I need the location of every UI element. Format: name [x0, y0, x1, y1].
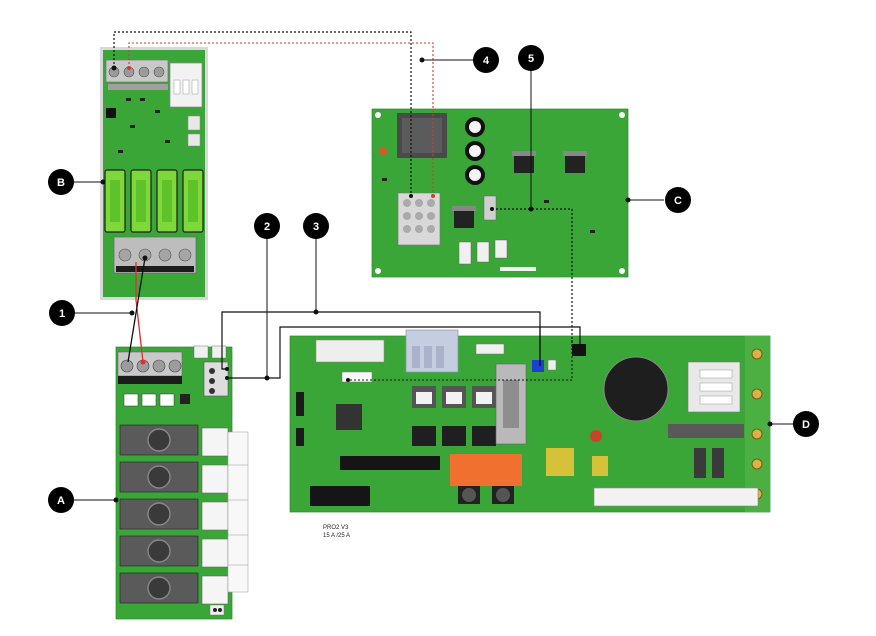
board-d-caption: PRO2 V3 15 A /25 A — [323, 524, 350, 540]
board-d-model: PRO2 V3 — [323, 525, 349, 531]
wire-4-black — [113, 31, 412, 196]
callout-a-label: A — [57, 495, 65, 507]
callout-3: 3 — [303, 213, 329, 239]
callout-3-label: 3 — [313, 221, 319, 233]
board-d — [289, 329, 771, 513]
board-c — [371, 108, 629, 278]
board-b — [100, 47, 208, 300]
callout-2: 2 — [254, 213, 280, 239]
callout-4-label: 4 — [483, 55, 490, 67]
connection-dots — [100, 57, 773, 503]
callout-d: D — [793, 411, 819, 437]
callout-1: 1 — [49, 300, 75, 326]
wire-4-red — [128, 42, 434, 196]
wire-red-a-b — [135, 262, 144, 363]
wires — [74, 31, 793, 501]
callout-2-label: 2 — [264, 221, 270, 233]
callout-1-label: 1 — [59, 308, 65, 320]
callout-5: 5 — [518, 45, 544, 71]
wire-5 — [492, 208, 573, 350]
callout-a: A — [48, 487, 74, 513]
callout-b-label: B — [57, 177, 65, 189]
callout-c-label: C — [674, 195, 682, 207]
callout-4: 4 — [473, 47, 499, 73]
callout-5-label: 5 — [528, 53, 534, 65]
board-d-rating: 15 A /25 A — [323, 533, 351, 539]
callout-b: B — [48, 169, 74, 195]
callout-c: C — [665, 187, 691, 213]
wire-black-a-b — [127, 257, 146, 363]
callout-d-label: D — [802, 419, 810, 431]
wire-2 — [227, 326, 581, 379]
board-a — [115, 345, 249, 620]
